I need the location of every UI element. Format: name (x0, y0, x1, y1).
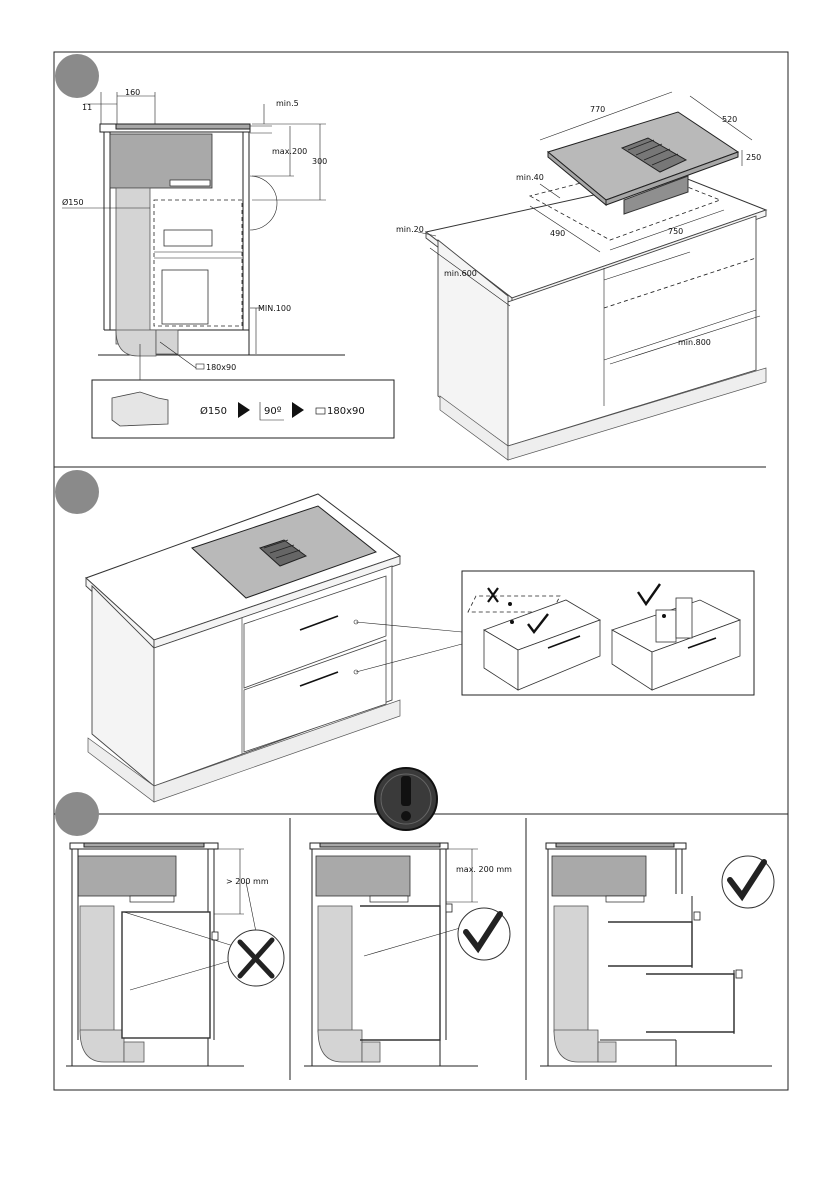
pot-icon (164, 230, 212, 246)
section1-isometric-view: 770 520 250 min.40 490 750 min.20 min.60… (396, 92, 766, 460)
duct-elbow (116, 330, 156, 356)
panel2-label: max. 200 mm (456, 865, 512, 874)
dim-min600: min.600 (444, 269, 477, 278)
drawer-upper-open (608, 922, 692, 966)
dim-max200: max.200 (272, 147, 307, 156)
warning-badge (375, 768, 437, 830)
arrow-right-icon-2 (292, 402, 304, 418)
arrow-right-icon (238, 402, 250, 418)
step-2-badge (55, 470, 99, 514)
duct-conversion-box: Ø150 90º 180x90 (92, 380, 394, 438)
section3-panel-3 (540, 843, 774, 1066)
step-3-badge (55, 792, 99, 836)
pot-tall-icon (162, 270, 208, 324)
dim-11: 11 (82, 103, 92, 112)
section3-panel-1: > 200 mm (66, 843, 284, 1066)
duct-vertical (116, 188, 150, 344)
section2-isometric-view (86, 494, 754, 802)
dim-750: 750 (668, 227, 683, 236)
check-mark-icon-2 (638, 584, 660, 604)
hob-glass (116, 124, 250, 129)
dim-min5: min.5 (276, 99, 299, 108)
dim-min40: min.40 (516, 173, 544, 182)
drawer-lower-open (646, 974, 734, 1032)
section3-panel-2: max. 200 mm (304, 843, 512, 1066)
dim-770: 770 (590, 105, 605, 114)
dim-490: 490 (550, 229, 565, 238)
exclamation-icon (401, 776, 411, 806)
conversion-to: 180x90 (327, 406, 365, 417)
conversion-angle: 90º (264, 406, 282, 417)
dim-min800: min.800 (678, 338, 711, 347)
wrong-mark-icon (488, 588, 498, 602)
dim-250: 250 (746, 153, 761, 162)
section1-side-view: 11 160 min.5 max.200 300 Ø150 MIN.100 18… (62, 88, 345, 380)
dim-520: 520 (722, 115, 737, 124)
dim-300: 300 (312, 157, 327, 166)
dim-outlet: 180x90 (206, 363, 236, 372)
adapter-icon (112, 392, 168, 426)
dim-min100: MIN.100 (258, 304, 291, 313)
dim-dia150: Ø150 (62, 197, 84, 207)
panel1-label: > 200 mm (226, 877, 269, 886)
step-1-badge (55, 54, 99, 98)
dim-160: 160 (125, 88, 140, 97)
conversion-from: Ø150 (200, 405, 227, 417)
